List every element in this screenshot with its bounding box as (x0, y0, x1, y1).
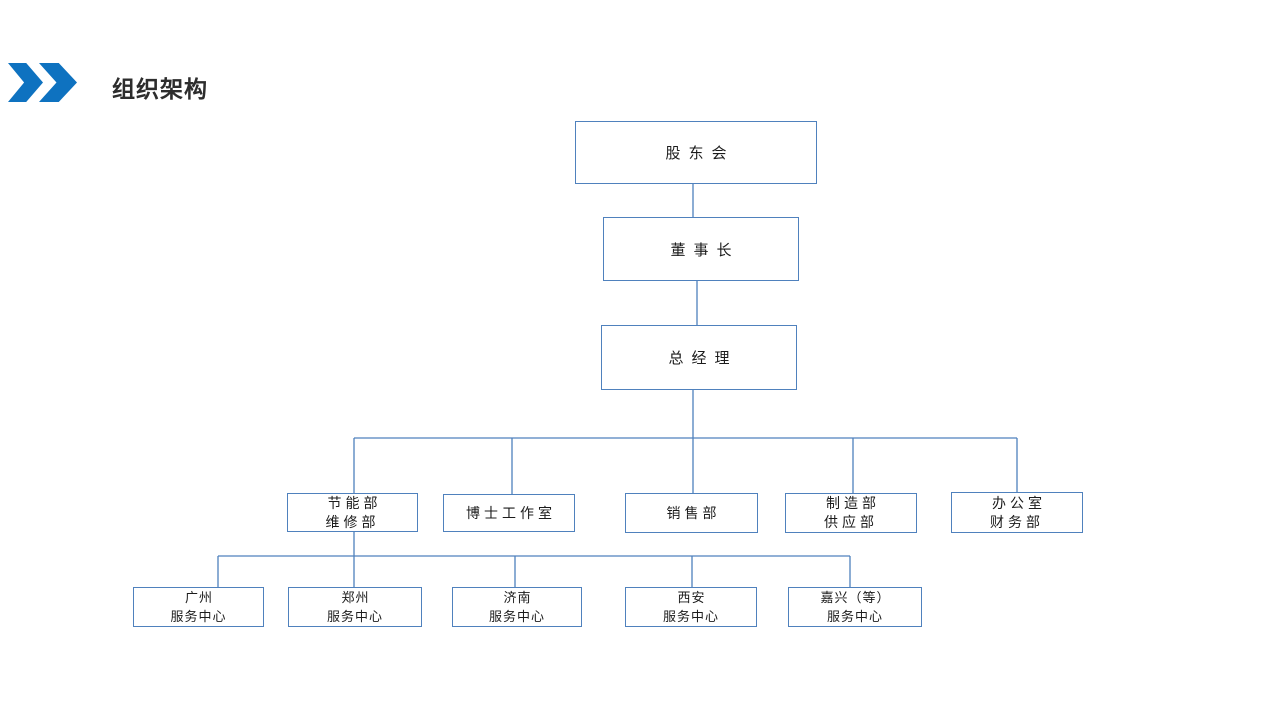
org-node-shareholders: 股东会 (575, 121, 817, 184)
org-node-xian-center: 西安 服务中心 (625, 587, 757, 627)
org-node-label: 嘉兴（等） 服务中心 (820, 590, 891, 624)
org-node-energy-maintenance: 节能部 维修部 (287, 493, 418, 532)
org-node-label: 销售部 (666, 504, 721, 521)
org-node-label: 西安 服务中心 (662, 590, 719, 624)
org-node-label: 股东会 (665, 145, 735, 162)
org-node-label: 节能部 维修部 (325, 494, 382, 530)
org-node-label: 制造部 供应部 (824, 495, 880, 530)
org-node-label: 济南 服务中心 (488, 590, 545, 624)
org-node-manufacturing-supply: 制造部 供应部 (785, 493, 917, 533)
org-node-doctor-studio: 博士工作室 (443, 494, 575, 532)
org-node-jinan-center: 济南 服务中心 (452, 587, 582, 627)
org-node-label: 办公室 财务部 (990, 494, 1046, 530)
org-node-general-manager: 总经理 (601, 325, 797, 390)
org-node-chairman: 董事长 (603, 217, 799, 281)
org-node-sales: 销售部 (625, 493, 758, 533)
page-title: 组织架构 (112, 76, 208, 102)
org-node-label: 广州 服务中心 (170, 590, 227, 624)
org-node-guangzhou-center: 广州 服务中心 (133, 587, 264, 627)
org-node-label: 董事长 (670, 241, 740, 259)
org-node-office-finance: 办公室 财务部 (951, 492, 1083, 533)
org-node-label: 郑州 服务中心 (326, 590, 383, 624)
org-node-label: 总经理 (668, 350, 738, 367)
org-node-label: 博士工作室 (466, 504, 556, 521)
org-node-zhengzhou-center: 郑州 服务中心 (288, 587, 422, 627)
org-node-jiaxing-center: 嘉兴（等） 服务中心 (788, 587, 922, 627)
double-chevron-right-icon (8, 63, 78, 102)
